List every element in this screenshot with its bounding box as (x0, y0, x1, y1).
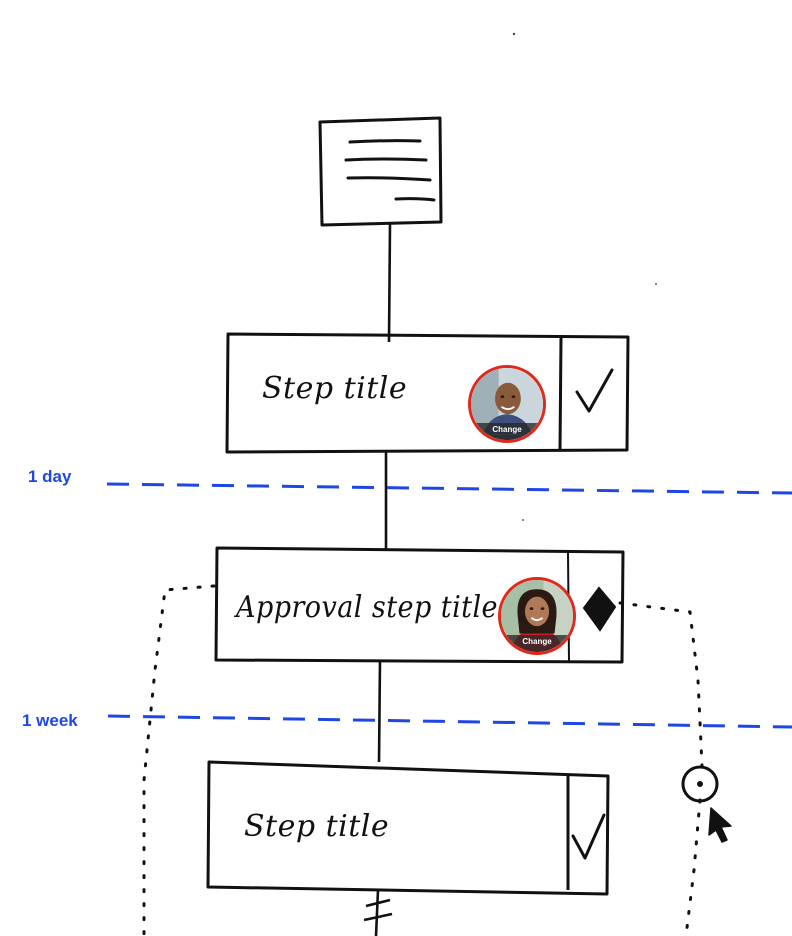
step-title-1: Step title (262, 371, 407, 406)
connector-lines (377, 223, 392, 763)
branch-path-right (618, 601, 704, 936)
assignee-avatar-1[interactable]: Change (468, 365, 546, 443)
timer-circle-icon[interactable] (681, 765, 719, 803)
step-title-3: Step title (244, 809, 389, 844)
mouse-pointer-icon (708, 807, 732, 843)
document-node (318, 116, 443, 227)
bottom-connector (363, 889, 393, 936)
paper-speck (655, 283, 657, 285)
checkmark-icon[interactable] (575, 368, 614, 413)
change-avatar-button[interactable]: Change (501, 635, 573, 652)
step-card-2[interactable]: Approval step title (214, 546, 625, 664)
paper-speck (522, 519, 524, 521)
assignee-avatar-2[interactable]: Change (498, 577, 576, 655)
rejection-path-left (142, 584, 216, 936)
duration-label-2: 1 week (22, 711, 78, 730)
checkmark-icon[interactable] (571, 813, 606, 860)
duration-label-1: 1 day (28, 467, 72, 486)
step-card-3[interactable]: Step title (206, 760, 610, 896)
duration-guides (106, 482, 792, 729)
step-card-1[interactable]: Step title (225, 332, 630, 454)
step-title-2: Approval step title (233, 590, 498, 625)
paper-speck (512, 32, 516, 36)
document-lines-icon (344, 139, 436, 202)
approval-diamond-icon[interactable] (582, 586, 617, 632)
change-avatar-button[interactable]: Change (471, 423, 543, 440)
